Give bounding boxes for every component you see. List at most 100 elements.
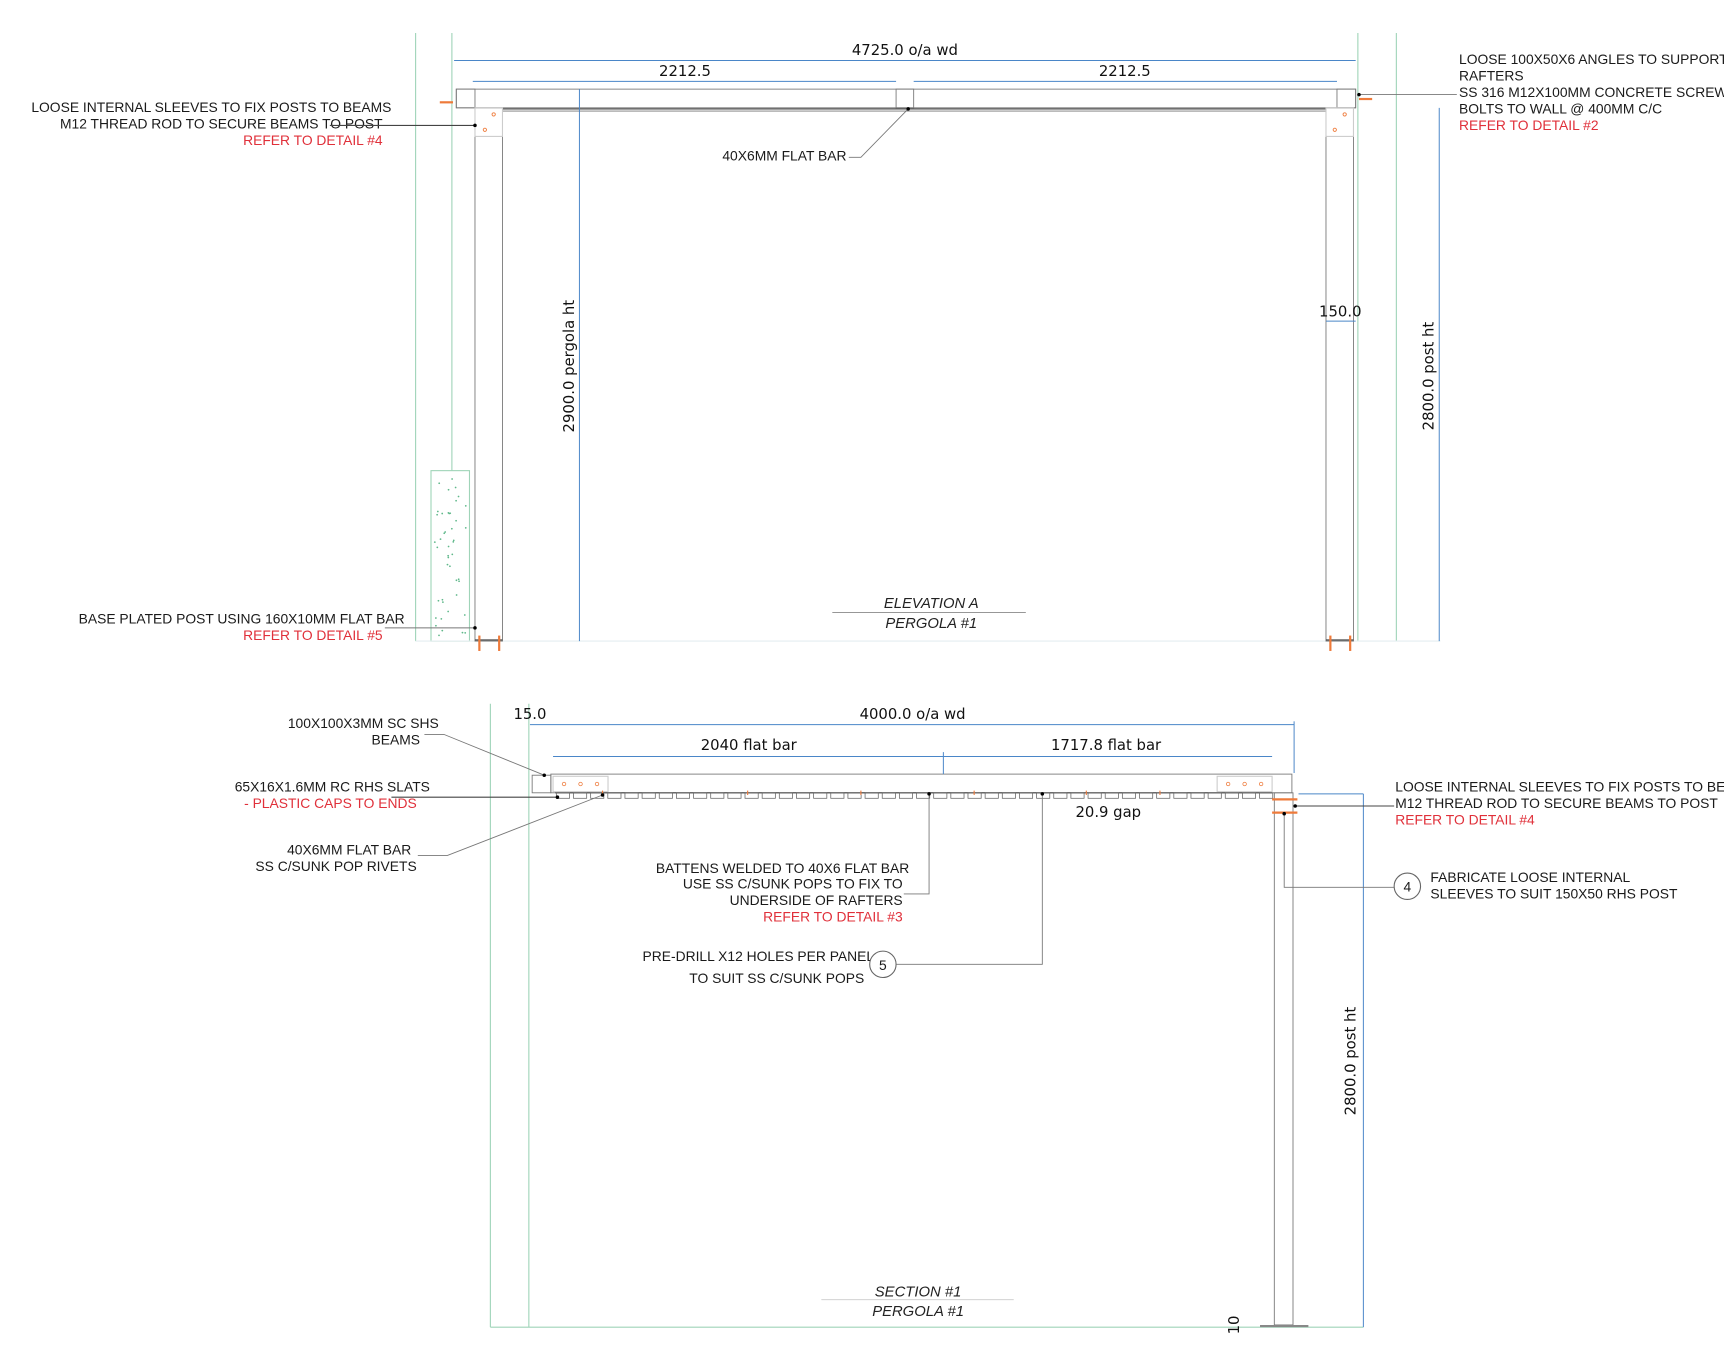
slat [881,792,896,799]
hatch-dot [437,599,440,602]
bolt-hole [482,127,487,132]
slat [1156,792,1171,799]
slat [1070,792,1085,799]
beam [455,88,1357,109]
detail-ref[interactable]: REFER TO DETAIL #2 [1459,117,1599,133]
hatch-dot [433,541,436,544]
slat [641,792,656,799]
hatch-dot [447,556,450,559]
note-predrill: TO SUIT SS C/SUNK POPS [689,970,864,986]
dim-overall: 4000.0 o/a wd [860,706,966,723]
note-fabricate: FABRICATE LOOSE INTERNAL [1430,869,1630,885]
slat [1121,792,1136,799]
bolt-hole [1225,781,1231,787]
leader-dot [473,626,477,630]
hatch-dot [447,545,450,548]
hatch-dot [452,541,455,543]
note-thread-rod: M12 THREAD ROD TO SECURE BEAMS TO POST [1395,795,1718,811]
note-battens: USE SS C/SUNK POPS TO FIX TO [683,875,903,891]
bolt-holes [561,781,1264,787]
bolt-hole [1242,781,1247,787]
slat [1173,792,1188,799]
slat [950,792,965,799]
detail-ref[interactable]: REFER TO DETAIL #4 [1395,812,1535,828]
beam [550,773,1293,794]
slat [624,792,639,799]
bolt-hole [1332,127,1337,132]
view-subtitle: PERGOLA #1 [885,616,977,632]
leader-dot [906,107,910,111]
detail-ref[interactable]: REFER TO DETAIL #5 [243,627,383,643]
hatch-dot [438,482,441,485]
slat [1104,792,1119,799]
note-angles: RAFTERS [1459,67,1524,83]
note-flat-bar: 40X6MM FLAT BAR [722,148,846,164]
bolt-hole [561,781,567,787]
slat [744,792,759,799]
post [1273,792,1294,1326]
callout-tag [1393,872,1422,900]
hatch-dot [451,553,454,556]
bolt-hole [491,112,496,117]
dim-post-width: 150.0 [1319,304,1361,321]
slat [916,792,931,799]
slat [984,792,999,799]
dim-left-bay: 2212.5 [659,63,711,80]
dim-overall: 4725.0 o/a wd [852,42,958,59]
leader-dot [1293,804,1297,808]
dim-gap: 20.9 gap [1075,804,1141,821]
footing-hatch [433,478,467,637]
note-battens: UNDERSIDE OF RAFTERS [730,892,903,908]
hatch-dot [434,617,437,619]
hatch-dot [452,539,455,542]
note-screw-bolts: BOLTS TO WALL @ 400MM C/C [1459,100,1662,116]
hatch-dot [435,624,437,627]
slat [1242,792,1257,799]
slat [1019,792,1034,799]
hatch-dot [454,486,457,489]
slat [727,792,742,799]
leader-dot [1040,792,1045,796]
leader-line [424,734,545,776]
slat [1259,792,1274,799]
slat [1087,792,1102,799]
slat [607,792,622,799]
note-base-plate: BASE PLATED POST USING 160X10MM FLAT BAR [79,610,405,626]
bolt-hole [1258,781,1264,787]
leader-dot [542,773,547,777]
post-right [1325,107,1354,642]
hatch-dot [463,614,466,616]
view-title: SECTION #1 [875,1284,962,1300]
dim-pergola-ht: 2900.0 pergola ht [561,300,578,433]
note-beams: 100X100X3MM SC SHS [288,715,439,731]
hatch-dot [441,629,444,632]
view-title: ELEVATION A [884,596,979,612]
hatch-dot [461,631,464,634]
dim-post-ht: 2800.0 post ht [1343,1007,1360,1116]
hatch-dot [451,478,453,480]
note-slats: 65X16X1.6MM RC RHS SLATS [235,779,430,795]
concrete-footing [430,470,471,642]
hatch-dot [458,580,460,583]
note-rivets: SS C/SUNK POP RIVETS [255,858,416,874]
hatch-dot [447,488,450,491]
slat [830,792,845,799]
hatch-dot [450,527,453,530]
view-subtitle: PERGOLA #1 [872,1304,964,1320]
shs-beam-end [531,774,552,794]
sleeve-plate-right [1325,107,1355,137]
hatch-dot [455,579,458,582]
dim-base: 10 [1226,1316,1243,1335]
leader-dot [927,792,931,796]
hatch-dot [464,631,467,634]
note-plastic-caps: - PLASTIC CAPS TO ENDS [244,795,417,811]
slat [1190,792,1205,799]
detail-ref[interactable]: REFER TO DETAIL #4 [243,132,383,148]
note-angles: LOOSE 100X50X6 ANGLES TO SUPPORT [1459,51,1724,67]
hatch-dot [455,594,458,596]
end-plate-left [552,775,609,793]
hatch-dot [448,512,451,515]
dim-right-bar: 1717.8 flat bar [1051,737,1162,754]
detail-ref[interactable]: REFER TO DETAIL #3 [763,908,903,924]
